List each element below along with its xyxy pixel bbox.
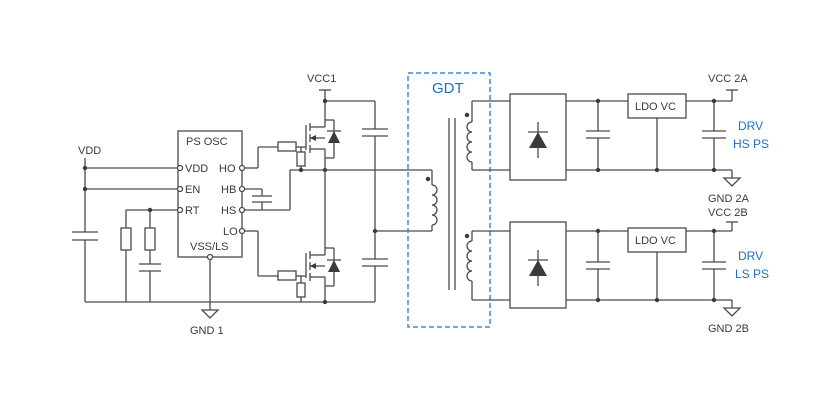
gdt-secondary-b <box>464 230 510 301</box>
drv-a-label: DRV <box>738 119 763 133</box>
pin-ho: HO <box>219 163 236 175</box>
gdt-label: GDT <box>432 80 464 97</box>
ho-gate-resistor <box>277 141 297 152</box>
gdt-box: GDT <box>407 72 491 328</box>
pin-lo: LO <box>223 226 238 238</box>
high-side-mosfet <box>305 101 341 170</box>
hb-bootstrap-cap <box>244 188 290 211</box>
lo-gate-path <box>244 230 306 302</box>
vcc2b-terminal: VCC 2B <box>708 207 748 231</box>
vdd-capacitor <box>72 231 98 302</box>
gdt-primary-winding <box>415 170 438 232</box>
gnd2a-label: GND 2A <box>708 193 750 205</box>
hs-ps-label: HS PS <box>733 137 769 151</box>
rectifier-a <box>509 93 567 181</box>
channel-a-rails <box>566 98 732 173</box>
drv-ls-ps-label: DRV LS PS <box>735 249 769 281</box>
ldo-b: LDO VC <box>627 227 732 303</box>
vcc2b-label: VCC 2B <box>708 207 748 219</box>
ls-ps-label: LS PS <box>735 267 769 281</box>
gdt-core <box>448 118 456 290</box>
gnd1-label: GND 1 <box>190 325 224 337</box>
drv-hs-ps-label: DRV HS PS <box>733 119 769 151</box>
ground-icon <box>722 177 742 187</box>
rt-network <box>120 207 178 302</box>
switch-node <box>289 167 432 210</box>
lo-gate-resistor <box>277 270 297 281</box>
ho-pulldown-resistor <box>296 151 306 167</box>
pin-hb: HB <box>221 184 236 196</box>
ps-osc-ic: PS OSC VDD EN RT HO HB HS LO VSS/LS <box>176 130 246 261</box>
gnd2b-terminal: GND 2B <box>708 300 749 335</box>
drv-b-label: DRV <box>738 249 763 263</box>
ground-icon <box>200 309 220 319</box>
ground-icon <box>722 307 742 317</box>
vdd-rail: VDD <box>78 145 178 232</box>
ic-title: PS OSC <box>186 136 228 148</box>
pin-vss: VSS/LS <box>190 241 229 253</box>
low-side-mosfet <box>305 170 341 305</box>
vcc1-label: VCC1 <box>307 73 336 85</box>
gnd2b-label: GND 2B <box>708 323 749 335</box>
vdd-label: VDD <box>78 145 101 157</box>
ldo-a-label: LDO VC <box>635 101 676 113</box>
gnd2a-terminal: GND 2A <box>708 170 750 205</box>
ldo-a: LDO VC <box>627 93 732 173</box>
gdt-secondary-a <box>464 100 510 171</box>
pin-hs: HS <box>221 205 236 217</box>
pin-rt: RT <box>185 205 200 217</box>
vcc2a-label: VCC 2A <box>708 73 748 85</box>
pin-vdd: VDD <box>185 163 208 175</box>
rt-resistor-1 <box>120 227 132 251</box>
pin-en: EN <box>185 184 200 196</box>
ho-gate-path <box>244 141 306 170</box>
lo-pulldown-resistor <box>296 282 306 298</box>
vcc1-rail: VCC1 <box>307 73 415 302</box>
ldo-b-label: LDO VC <box>635 235 676 247</box>
rectifier-b <box>509 221 567 309</box>
channel-b-rails <box>566 228 732 303</box>
vcc2a-terminal: VCC 2A <box>708 73 748 101</box>
rt-resistor-2 <box>144 227 156 251</box>
